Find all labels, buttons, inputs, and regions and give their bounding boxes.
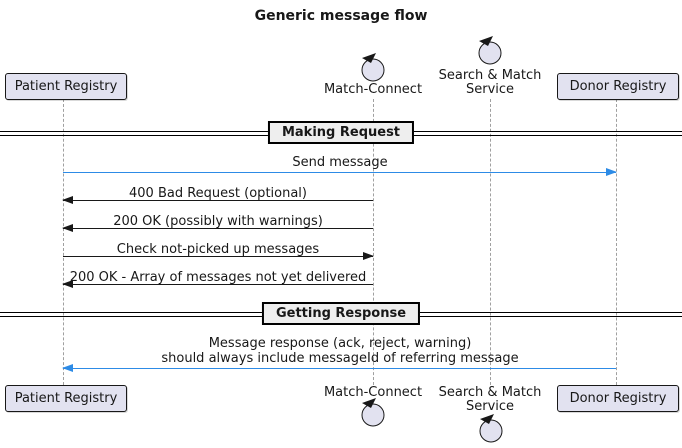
lifeline-search-match-service xyxy=(490,99,491,385)
message-200-ok-warnings: 200 OK (possibly with warnings) xyxy=(113,214,323,229)
participant-patient-registry-top: Patient Registry xyxy=(5,73,127,100)
lifeline-match-connect xyxy=(373,99,374,385)
arrowhead-right-icon xyxy=(606,168,617,176)
arrowhead-left-icon xyxy=(62,364,73,372)
arrowhead-left-icon xyxy=(62,224,73,232)
lifeline-patient-registry xyxy=(63,99,64,385)
control-icon xyxy=(361,53,385,82)
participant-label-line2: Service xyxy=(465,399,515,414)
arrowhead-right-icon xyxy=(363,252,374,260)
participant-patient-registry-bottom: Patient Registry xyxy=(5,385,127,412)
control-icon xyxy=(479,414,503,443)
participant-donor-registry-top: Donor Registry xyxy=(557,73,679,100)
message-send-message: Send message xyxy=(292,155,388,170)
divider-getting-response: Getting Response xyxy=(261,302,421,325)
arrow-check-not-picked-up xyxy=(63,252,374,260)
participant-label: Patient Registry xyxy=(14,79,118,94)
message-check-not-picked-up: Check not-picked up messages xyxy=(116,242,320,257)
divider-making-request: Making Request xyxy=(267,121,415,144)
diagram-title: Generic message flow xyxy=(254,8,428,24)
control-icon xyxy=(361,398,385,427)
arrowhead-left-icon xyxy=(62,196,73,204)
arrow-200-ok-array xyxy=(62,280,373,288)
participant-match-connect-bottom-label: Match-Connect xyxy=(323,385,423,400)
message-response-line1: Message response (ack, reject, warning) xyxy=(208,336,472,351)
message-200-ok-array: 200 OK - Array of messages not yet deliv… xyxy=(69,270,367,285)
participant-label-line1: Search & Match xyxy=(438,385,542,400)
participant-label: Donor Registry xyxy=(569,391,667,406)
arrowhead-left-icon xyxy=(62,280,73,288)
arrow-200-ok-warnings xyxy=(62,224,373,232)
message-400-bad-request: 400 Bad Request (optional) xyxy=(129,186,307,201)
participant-label-line2: Service xyxy=(465,82,515,97)
participant-donor-registry-bottom: Donor Registry xyxy=(557,385,679,412)
arrow-message-response xyxy=(62,364,616,372)
participant-label-line1: Search & Match xyxy=(438,68,542,83)
arrow-400-bad-request xyxy=(62,196,373,204)
participant-search-match-top-label: Search & Match Service xyxy=(439,69,542,97)
lifeline-donor-registry xyxy=(616,99,617,385)
participant-label: Patient Registry xyxy=(14,391,118,406)
participant-match-connect-top-label: Match-Connect xyxy=(323,82,423,97)
participant-label: Donor Registry xyxy=(569,79,667,94)
participant-search-match-bottom-label: Search & Match Service xyxy=(439,386,542,414)
message-response-line2: should always include messageId of refer… xyxy=(161,351,519,366)
control-icon xyxy=(478,36,502,65)
arrow-send-message xyxy=(63,168,617,176)
